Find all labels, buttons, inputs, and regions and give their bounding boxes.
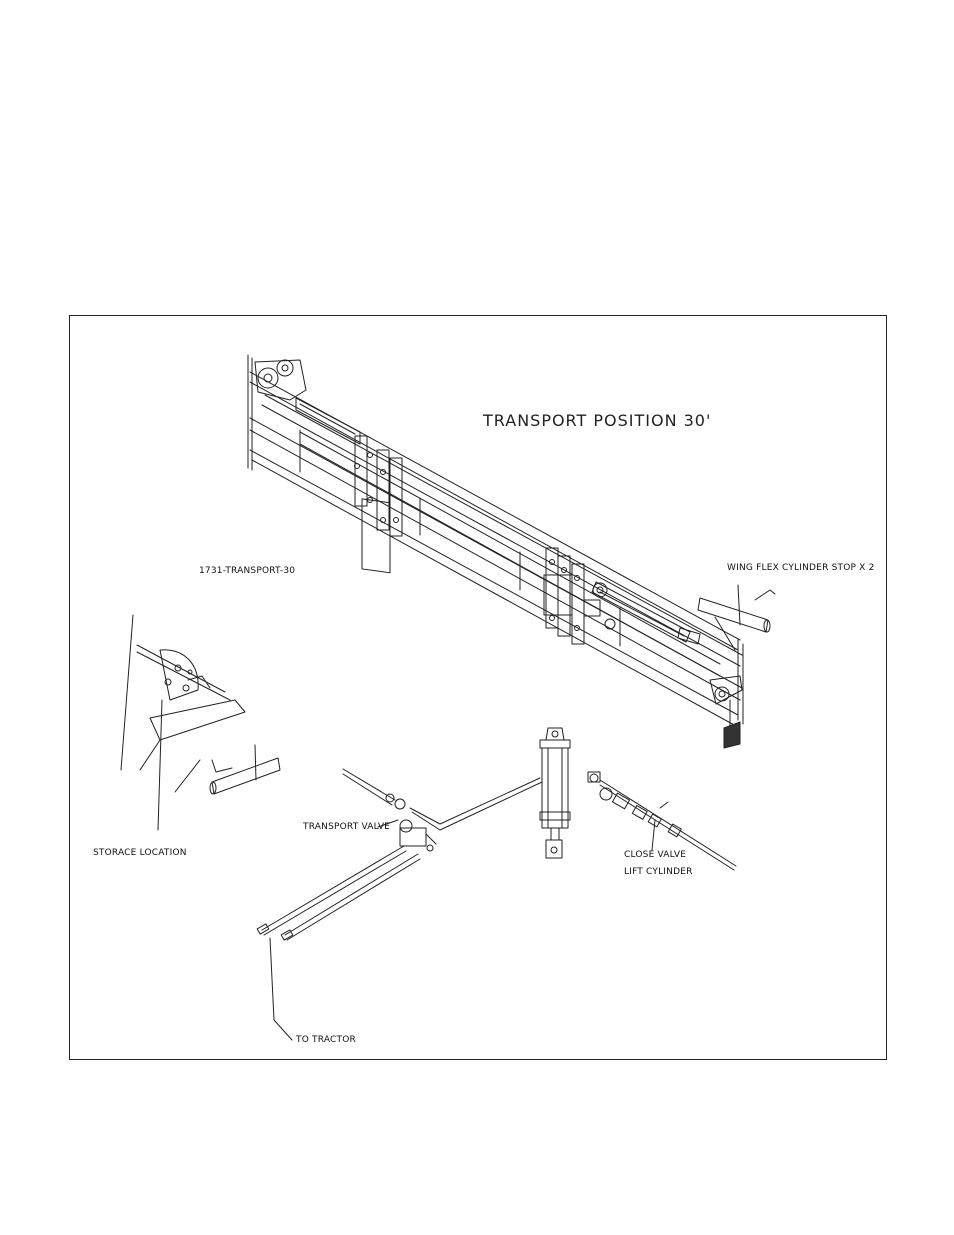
drawing-id: 1731-TRANSPORT-30 xyxy=(199,566,295,576)
label-storage-location: STORACE LOCATION xyxy=(93,848,187,858)
storage-detail xyxy=(121,615,280,830)
label-close-valve: CLOSE VALVE xyxy=(624,850,686,860)
label-to-tractor: TO TRACTOR xyxy=(296,1035,356,1045)
label-wing-flex-stop: WING FLEX CYLINDER STOP X 2 xyxy=(727,563,875,573)
hydraulic-lines xyxy=(257,769,542,1040)
hinge-assembly-left xyxy=(255,360,360,444)
label-lift-cylinder: LIFT CYLINDER xyxy=(624,867,693,877)
wing-flex-cylinder xyxy=(584,582,742,748)
cylinder-stop xyxy=(698,585,775,650)
diagram-title: TRANSPORT POSITION 30' xyxy=(483,411,711,430)
label-transport-valve: TRANSPORT VALVE xyxy=(303,822,390,832)
lift-cylinder xyxy=(540,728,600,858)
